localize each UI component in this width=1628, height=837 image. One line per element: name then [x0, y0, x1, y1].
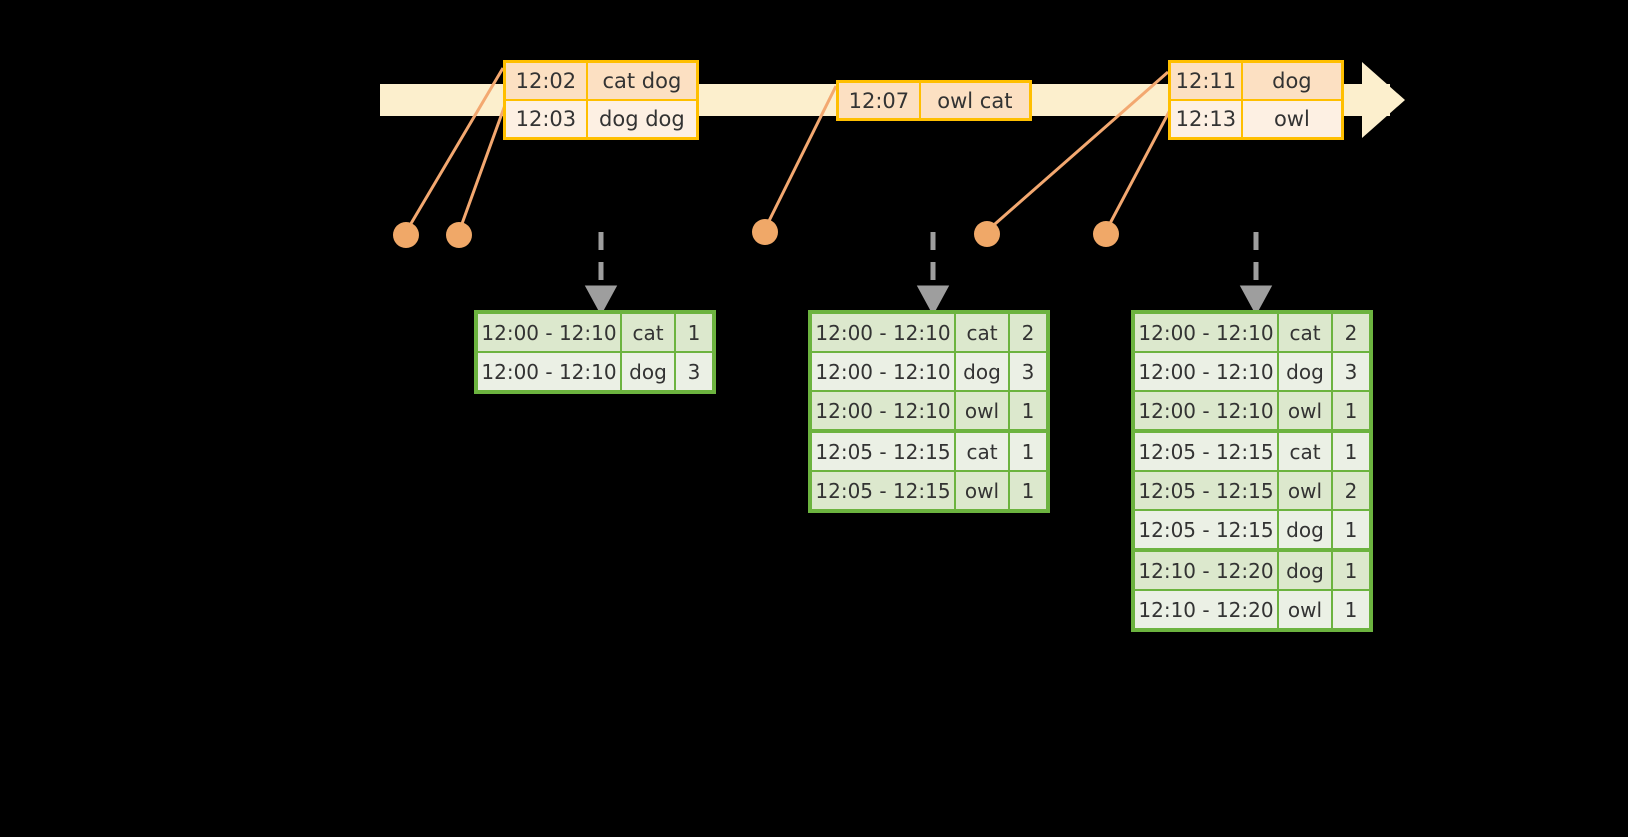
event-value: cat dog — [602, 69, 682, 93]
event-row: 12:13 owl — [1171, 99, 1341, 137]
cell-window: 12:05 - 12:15 — [1135, 511, 1277, 548]
event-time: 12:03 — [506, 101, 588, 137]
dot-1213 — [1093, 221, 1119, 247]
event-value: owl cat — [937, 88, 1013, 113]
emit-arrows — [584, 232, 1273, 316]
cell-window: 12:00 - 12:10 — [478, 314, 620, 351]
cell-count: 1 — [1331, 392, 1369, 429]
cell-key: owl — [954, 392, 1008, 429]
event-row: 12:11 dog — [1171, 63, 1341, 99]
cell-count: 1 — [1331, 511, 1369, 548]
cell-window: 12:00 - 12:10 — [812, 353, 954, 390]
cell-count: 1 — [1008, 433, 1046, 470]
cell-count: 2 — [1331, 472, 1369, 509]
event-time: 12:07 — [839, 83, 921, 118]
cell-count: 1 — [1331, 552, 1369, 589]
cell-count: 1 — [1331, 591, 1369, 628]
dot-1207 — [752, 219, 778, 245]
cell-window: 12:00 - 12:10 — [1135, 353, 1277, 390]
event-time: 12:02 — [506, 63, 588, 99]
event-value: dog — [1272, 69, 1312, 93]
cell-key: dog — [620, 353, 674, 390]
cell-key: cat — [954, 314, 1008, 351]
cell-key: owl — [1277, 591, 1331, 628]
cell-key: dog — [1277, 511, 1331, 548]
event-dots — [393, 219, 1119, 248]
emit-arrow-2 — [916, 232, 950, 316]
cell-window: 12:10 - 12:20 — [1135, 591, 1277, 628]
cell-key: dog — [1277, 552, 1331, 589]
cell-key: owl — [1277, 472, 1331, 509]
dot-1211 — [974, 221, 1000, 247]
cell-window: 12:05 - 12:15 — [812, 472, 954, 509]
event-row: 12:03 dog dog — [506, 99, 696, 137]
cell-key: cat — [1277, 314, 1331, 351]
event-time: 12:13 — [1171, 101, 1243, 137]
cell-count: 3 — [1008, 353, 1046, 390]
cell-window: 12:00 - 12:10 — [1135, 392, 1277, 429]
cell-window: 12:00 - 12:10 — [812, 392, 954, 429]
event-box-3: 12:11 dog 12:13 owl — [1168, 60, 1344, 140]
event-value: owl — [1273, 107, 1310, 131]
cell-window: 12:00 - 12:10 — [1135, 314, 1277, 351]
cell-key: dog — [1277, 353, 1331, 390]
cell-window: 12:05 - 12:15 — [1135, 472, 1277, 509]
event-time: 12:11 — [1171, 63, 1243, 99]
cell-count: 2 — [1331, 314, 1369, 351]
cell-count: 1 — [1008, 392, 1046, 429]
emit-arrow-3 — [1239, 232, 1273, 316]
cell-key: cat — [954, 433, 1008, 470]
cell-key: dog — [954, 353, 1008, 390]
cell-count: 3 — [674, 353, 712, 390]
dot-1202 — [393, 222, 419, 248]
cell-window: 12:05 - 12:15 — [812, 433, 954, 470]
dot-1203 — [446, 222, 472, 248]
cell-key: owl — [954, 472, 1008, 509]
cell-window: 12:00 - 12:10 — [478, 353, 620, 390]
event-box-1: 12:02 cat dog 12:03 dog dog — [503, 60, 699, 140]
emit-arrow-1 — [584, 232, 618, 316]
cell-count: 1 — [1008, 472, 1046, 509]
event-row: 12:07 owl cat — [839, 83, 1029, 118]
cell-key: cat — [1277, 433, 1331, 470]
cell-window: 12:10 - 12:20 — [1135, 552, 1277, 589]
cell-count: 3 — [1331, 353, 1369, 390]
cell-key: cat — [620, 314, 674, 351]
cell-count: 2 — [1008, 314, 1046, 351]
cell-count: 1 — [1331, 433, 1369, 470]
cell-count: 1 — [674, 314, 712, 351]
event-value: dog dog — [599, 107, 685, 131]
cell-window: 12:05 - 12:15 — [1135, 433, 1277, 470]
cell-window: 12:00 - 12:10 — [812, 314, 954, 351]
cell-key: owl — [1277, 392, 1331, 429]
event-row: 12:02 cat dog — [506, 63, 696, 99]
event-box-2: 12:07 owl cat — [836, 80, 1032, 121]
